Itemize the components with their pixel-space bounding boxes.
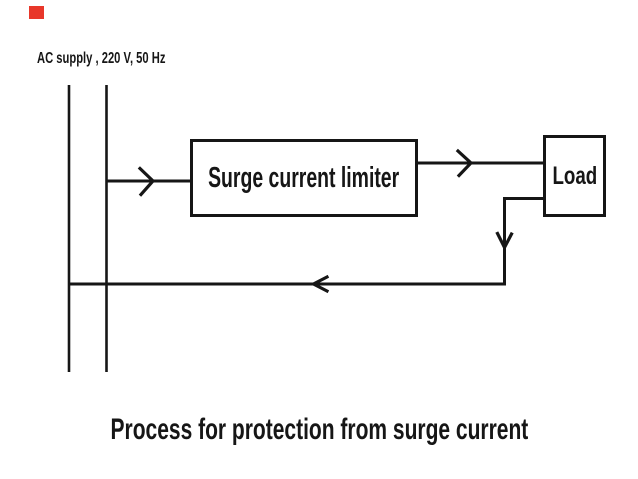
slide-caption: Process for protection from surge curren… [0, 413, 638, 447]
surge-current-limiter-box: Surge current limiter [190, 139, 418, 217]
return-line [68, 197, 543, 286]
load-label: Load [552, 161, 597, 190]
ac-supply-label: AC supply , 220 V, 50 Hz [37, 50, 220, 70]
arrow-right-icon [137, 166, 156, 197]
slide-caption-text: Process for protection from surge curren… [110, 413, 528, 446]
arrow-down-icon [495, 231, 514, 252]
red-marker [29, 6, 44, 19]
arrow-left-icon [310, 274, 330, 294]
arrow-right-icon [455, 148, 474, 178]
surge-current-limiter-label: Surge current limiter [208, 161, 400, 194]
load-box: Load [543, 135, 606, 217]
ac-supply-label-text: AC supply , 220 V, 50 Hz [37, 50, 166, 67]
